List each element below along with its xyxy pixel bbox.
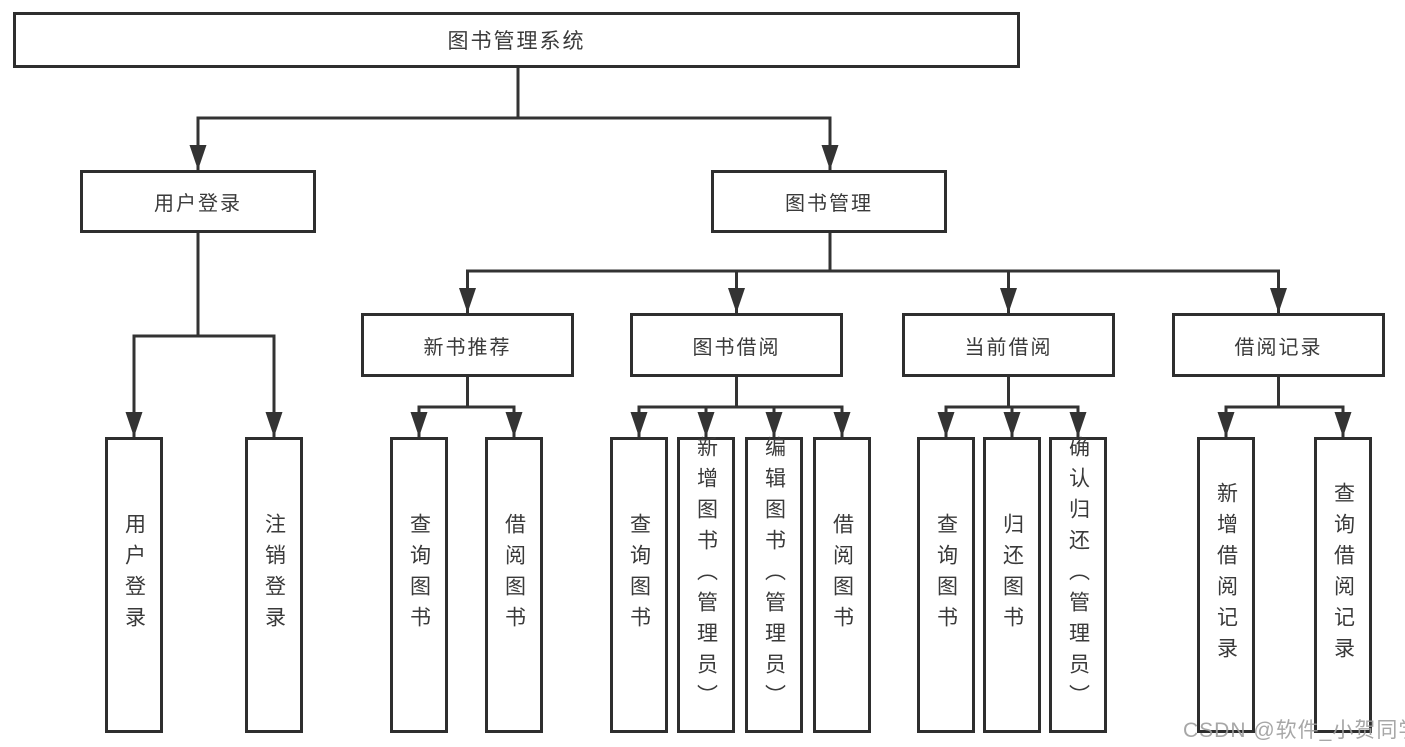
node-user-login: 用户登录 xyxy=(80,170,316,233)
arrowhead-icon xyxy=(189,145,207,170)
leaf-borrow-add-books-admin-label: 新增图书（管理员） xyxy=(694,435,718,715)
node-book-management: 图书管理 xyxy=(711,170,947,233)
arrowhead-icon xyxy=(1217,412,1235,437)
leaf-current-confirm-return-admin: 确认归还（管理员） xyxy=(1049,435,1107,733)
leaf-borrow-borrow-books-label: 借阅图书 xyxy=(830,513,854,637)
arrowhead-icon xyxy=(505,412,523,437)
connector-userlogin-rail xyxy=(132,334,276,437)
arrowhead-icon xyxy=(1003,412,1021,437)
arrowhead-icon xyxy=(728,288,745,313)
watermark: CSDN @软件_小贺同学 xyxy=(1183,719,1405,742)
leaf-borrow-query-books: 查询图书 xyxy=(610,437,668,733)
arrowhead-icon xyxy=(459,288,476,313)
leaf-newbook-borrow-books-label: 借阅图书 xyxy=(502,513,526,637)
leaf-borrow-edit-books-admin-label: 编辑图书（管理员） xyxy=(762,435,786,715)
leaf-records-add-record-label: 新增借阅记录 xyxy=(1214,482,1238,668)
leaf-current-return-books: 归还图书 xyxy=(983,437,1041,733)
leaf-borrow-edit-books-admin: 编辑图书（管理员） xyxy=(745,435,803,733)
node-root: 图书管理系统 xyxy=(13,12,1020,68)
node-new-book-recommend: 新书推荐 xyxy=(361,313,574,377)
leaf-records-query-record: 查询借阅记录 xyxy=(1314,437,1372,733)
arrowhead-icon xyxy=(937,412,955,437)
node-root-label: 图书管理系统 xyxy=(447,30,586,53)
node-book-management-label: 图书管理 xyxy=(785,193,873,215)
connector-records-rail xyxy=(1224,377,1345,437)
connector-level2-rail xyxy=(196,116,832,170)
leaf-logout: 注销登录 xyxy=(245,437,303,733)
leaf-borrow-add-books-admin: 新增图书（管理员） xyxy=(677,435,735,733)
leaf-records-query-record-label: 查询借阅记录 xyxy=(1331,482,1355,668)
leaf-logout-label: 注销登录 xyxy=(262,513,286,637)
arrowhead-icon xyxy=(630,412,648,437)
node-current-borrow-label: 当前借阅 xyxy=(964,336,1053,359)
arrowhead-icon xyxy=(765,412,783,437)
leaf-borrow-borrow-books: 借阅图书 xyxy=(813,437,871,733)
node-book-borrow: 图书借阅 xyxy=(630,313,843,377)
arrowhead-icon xyxy=(410,412,428,437)
arrowhead-icon xyxy=(821,145,839,170)
leaf-current-confirm-return-admin-label: 确认归还（管理员） xyxy=(1066,435,1090,715)
node-borrow-records: 借阅记录 xyxy=(1172,313,1385,377)
leaf-newbook-query-books-label: 查询图书 xyxy=(407,513,431,637)
node-new-book-recommend-label: 新书推荐 xyxy=(423,336,512,359)
node-current-borrow: 当前借阅 xyxy=(902,313,1115,377)
connector-level3-rail xyxy=(466,269,1280,313)
arrowhead-icon xyxy=(265,412,283,437)
leaf-current-query-books-label: 查询图书 xyxy=(934,513,958,637)
arrowhead-icon xyxy=(1000,288,1017,313)
leaf-user-login: 用户登录 xyxy=(105,437,163,733)
node-user-login-label: 用户登录 xyxy=(154,193,242,215)
node-borrow-records-label: 借阅记录 xyxy=(1234,336,1323,359)
arrowhead-icon xyxy=(1270,288,1287,313)
arrowhead-icon xyxy=(697,412,715,437)
leaf-current-return-books-label: 归还图书 xyxy=(1000,513,1024,637)
node-book-borrow-label: 图书借阅 xyxy=(692,336,781,359)
arrowhead-icon xyxy=(125,412,143,437)
connector-bookborrow-rail xyxy=(637,377,844,437)
arrowhead-icon xyxy=(833,412,851,437)
leaf-user-login-label: 用户登录 xyxy=(122,513,146,637)
leaf-newbook-query-books: 查询图书 xyxy=(390,437,448,733)
leaf-borrow-query-books-label: 查询图书 xyxy=(627,513,651,637)
arrowhead-icon xyxy=(1334,412,1352,437)
leaf-newbook-borrow-books: 借阅图书 xyxy=(485,437,543,733)
leaf-records-add-record: 新增借阅记录 xyxy=(1197,437,1255,733)
leaf-current-query-books: 查询图书 xyxy=(917,437,975,733)
arrowhead-icon xyxy=(1069,412,1087,437)
connector-newbook-rail xyxy=(417,377,516,437)
